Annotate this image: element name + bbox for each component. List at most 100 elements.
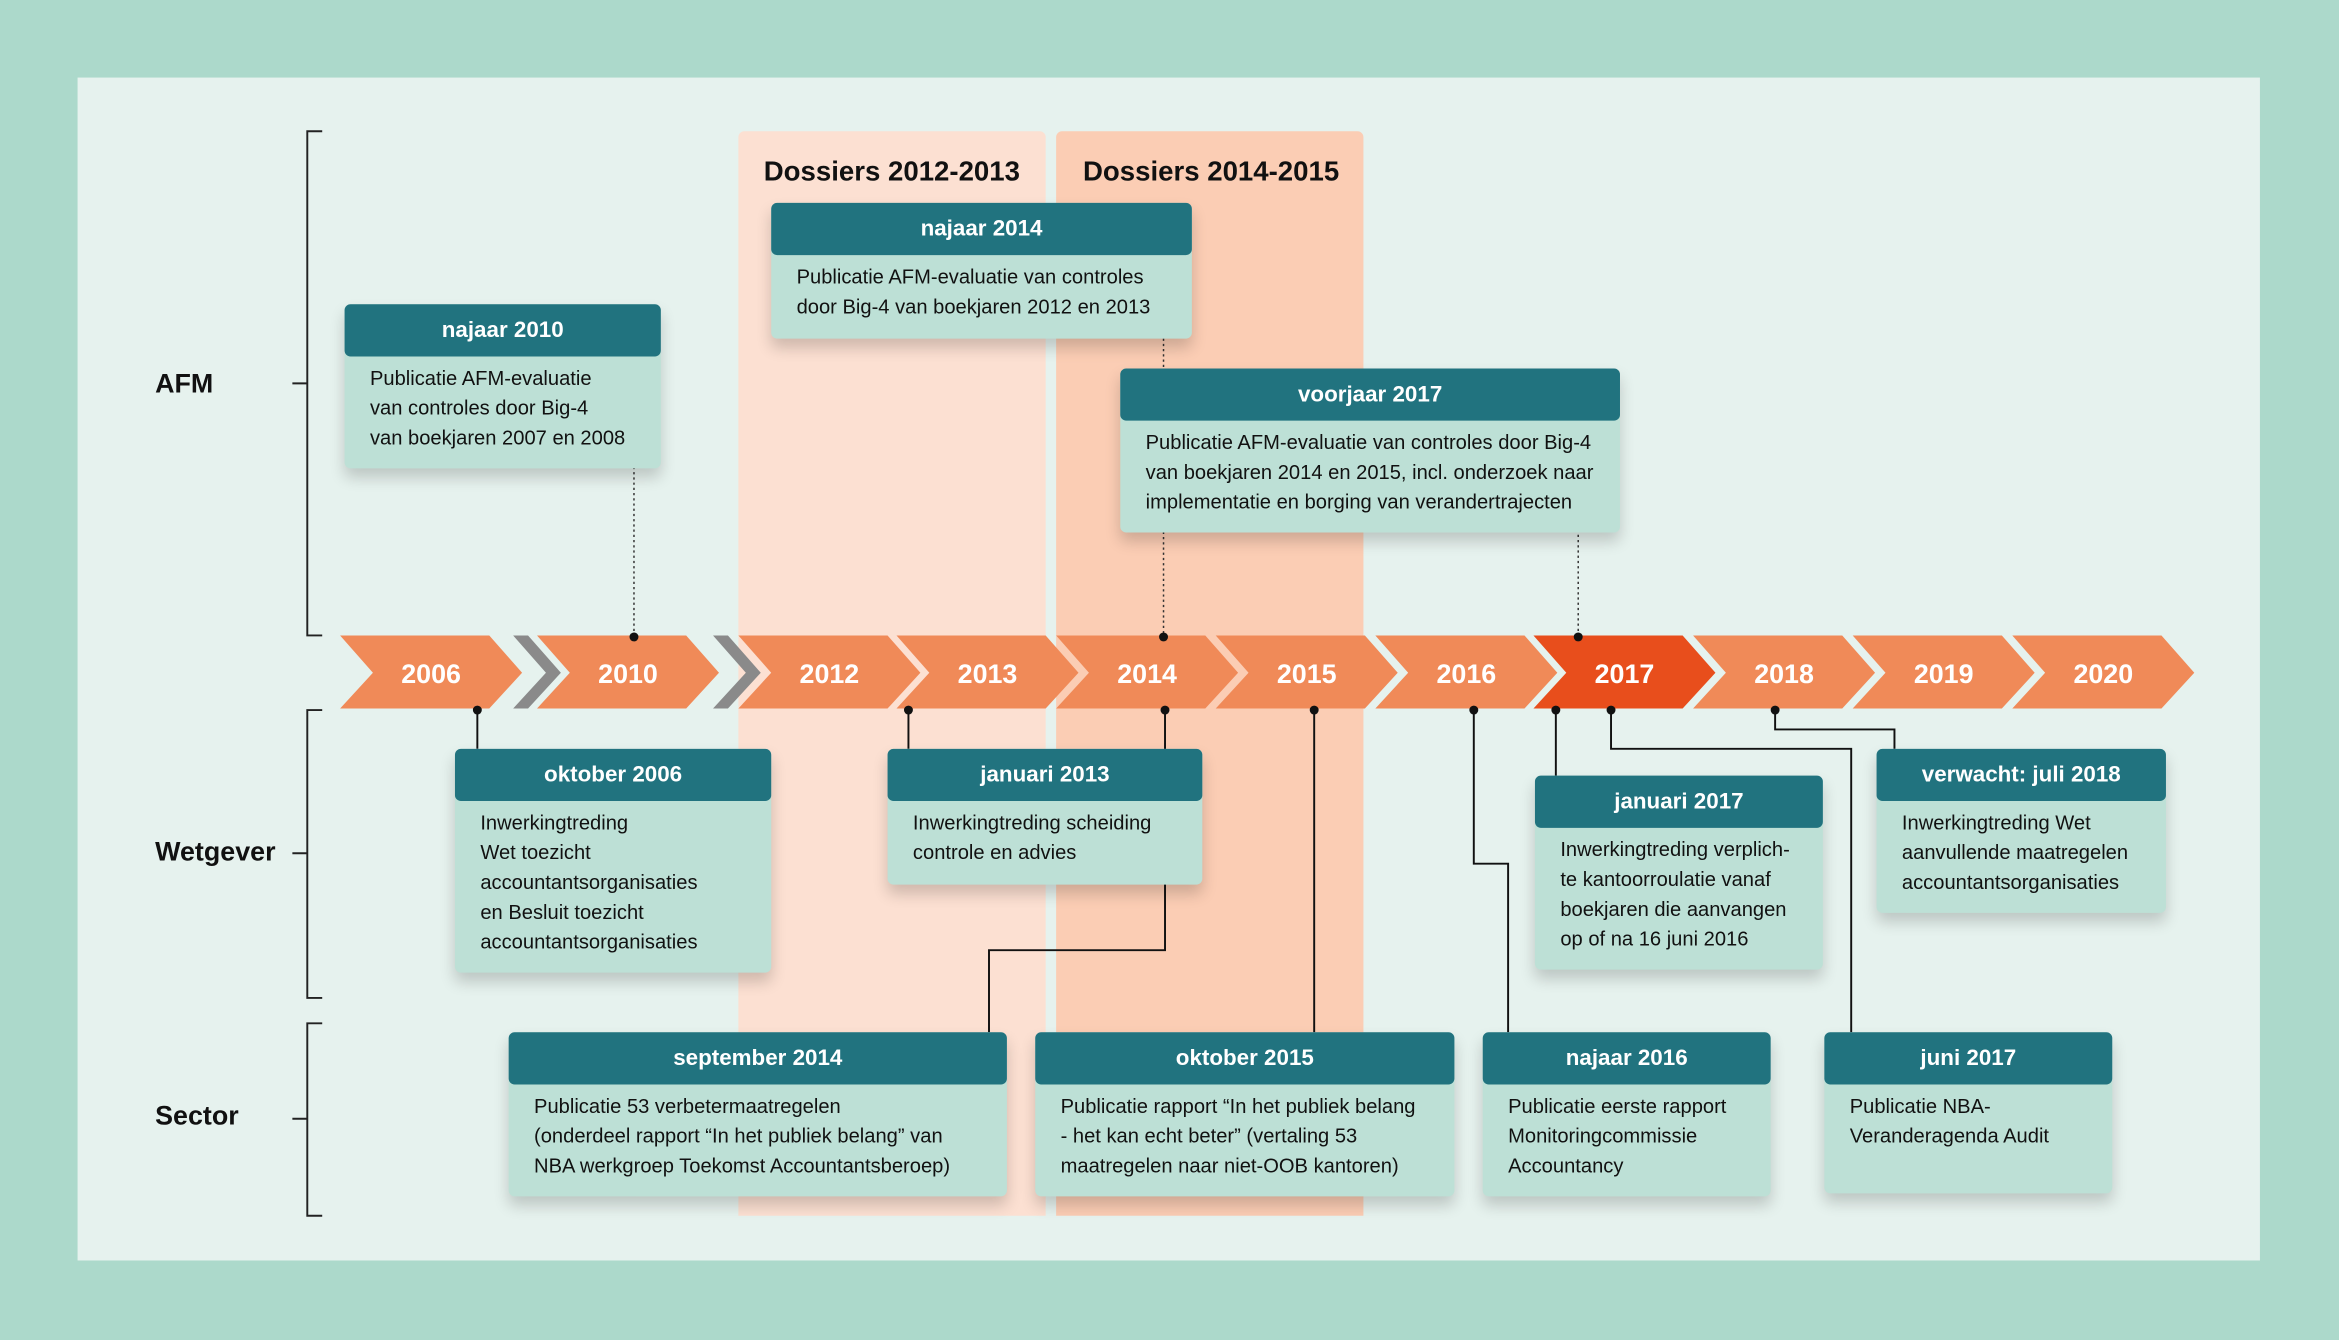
event-card-body: Inwerkingtreding verplich-te kantoorroul…: [1535, 828, 1823, 970]
gap-chevron: [713, 635, 761, 709]
row-label-wetgever: Wetgever: [155, 836, 276, 867]
connector-dot: [1573, 632, 1583, 642]
connector-dot: [629, 632, 639, 642]
connector-dot: [472, 705, 482, 715]
event-card-line: aanvullende maatregelen: [1901, 841, 2129, 864]
event-card-line: Publicatie AFM-evaluatie van controles d…: [1145, 431, 1592, 454]
bracket-wetgever: [292, 709, 323, 999]
event-card-line: Publicatie eerste rapport: [1508, 1094, 1727, 1118]
event-card-line: Publicatie AFM-evaluatie van controles: [796, 265, 1144, 288]
event-card-line: accountantsorganisaties: [480, 871, 698, 894]
event-card-body: Publicatie AFM-evaluatie van controles d…: [1120, 421, 1620, 533]
event-card-title: juni 2017: [1824, 1032, 2113, 1085]
row-label-sector: Sector: [155, 1100, 239, 1131]
connector-line: [1774, 710, 1896, 749]
year-label: 2018: [1754, 659, 1814, 689]
event-card-line: - het kan echt beter” (vertaling 53: [1060, 1124, 1358, 1148]
event-card-line: accountantsorganisaties: [480, 930, 698, 954]
event-card-title: oktober 2006: [454, 748, 772, 802]
year-label: 2015: [1277, 659, 1337, 689]
year-chevron-2018: [1693, 635, 1876, 709]
year-label: 2019: [1914, 659, 1974, 689]
event-card-line: en Besluit toezicht: [480, 900, 644, 924]
event-card-line: implementatie en borging van verandertra…: [1145, 490, 1573, 514]
bracket-afm: [292, 130, 323, 637]
connector-dot: [903, 705, 913, 715]
event-card-title: oktober 2015: [1035, 1032, 1455, 1085]
connector-dot: [1159, 632, 1169, 642]
dossier-title: Dossiers 2012-2013: [763, 155, 1020, 187]
connector-line: [1472, 710, 1510, 1033]
event-card-line: te kantoorroulatie vanaf: [1560, 868, 1771, 891]
event-card-title: najaar 2016: [1482, 1032, 1771, 1085]
year-label: 2010: [598, 659, 658, 689]
event-card-line: Publicatie rapport “In het publiek belan…: [1060, 1094, 1416, 1118]
event-card-line: op of na 16 juni 2016: [1560, 927, 1749, 951]
event-card-line: van boekjaren 2014 en 2015, incl. onderz…: [1145, 460, 1594, 484]
event-card-line: maatregelen naar niet-OOB kantoren): [1060, 1154, 1399, 1177]
event-card-title: najaar 2010: [344, 304, 661, 357]
year-label: 2014: [1117, 659, 1177, 689]
gap-chevron: [513, 635, 561, 709]
event-card-line: van controles door Big-4: [369, 396, 589, 420]
event-card-line: Inwerkingtreding scheiding: [912, 811, 1152, 834]
row-brackets: [292, 130, 323, 1217]
event-card-line: accountantsorganisaties: [1901, 871, 2120, 894]
event-card-title: september 2014: [508, 1032, 1007, 1085]
event-card-body: Publicatie AFM-evaluatie van controles do…: [345, 357, 661, 469]
connector-dot: [1469, 705, 1479, 715]
year-label: 2016: [1436, 659, 1496, 689]
event-card-title: najaar 2014: [771, 202, 1192, 256]
event-card-line: van boekjaren 2007 en 2008: [369, 426, 626, 450]
year-chevron-2019: [1852, 635, 2035, 709]
afm-connectors: [633, 338, 1579, 637]
lower-connectors: [476, 710, 1896, 1033]
year-chevron-2010: [537, 635, 719, 709]
row-label-afm: AFM: [155, 368, 214, 399]
event-card-title: voorjaar 2017: [1120, 368, 1620, 421]
event-card-body: Publicatie 53 verbetermaatregelen(onderd…: [509, 1084, 1007, 1196]
year-chevron-2016: [1375, 635, 1558, 709]
event-card-line: Wet toezicht: [480, 841, 591, 864]
event-card-body: Publicatie rapport “In het publiek belan…: [1035, 1084, 1454, 1196]
year-chevron-2006: [340, 635, 523, 709]
year-label: 2013: [958, 659, 1018, 689]
event-card-title: verwacht: juli 2018: [1876, 748, 2166, 802]
event-card-line: controle en advies: [912, 841, 1077, 864]
event-card-line: door Big-4 van boekjaren 2012 en 2013: [796, 295, 1151, 318]
year-chevron-2017: [1533, 635, 1716, 709]
event-card-line: Accountancy: [1508, 1154, 1624, 1177]
year-label: 2012: [800, 659, 860, 689]
year-chevron-2014: [1056, 635, 1239, 709]
year-chevron-2013: [896, 635, 1079, 709]
event-card-title: januari 2017: [1534, 775, 1823, 828]
event-card-line: Publicatie AFM-evaluatie: [369, 366, 592, 390]
event-card-body: Publicatie AFM-evaluatie van controles do…: [771, 255, 1192, 337]
year-label: 2006: [401, 659, 461, 689]
event-card-line: Inwerkingtreding verplich-: [1560, 838, 1790, 861]
event-card-line: Publicatie NBA-: [1849, 1094, 1991, 1118]
connector-dots: [472, 632, 1780, 715]
dossier-title: Dossiers 2014-2015: [1082, 155, 1340, 187]
year-chevron-2020: [2012, 635, 2195, 709]
connector-dot: [1606, 705, 1616, 715]
connector-dot: [1160, 705, 1170, 715]
connector-dot: [1551, 705, 1561, 715]
year-chevron-2012: [738, 635, 921, 709]
connector-line: [1610, 710, 1853, 1033]
event-card-line: Veranderagenda Audit: [1849, 1124, 2050, 1148]
